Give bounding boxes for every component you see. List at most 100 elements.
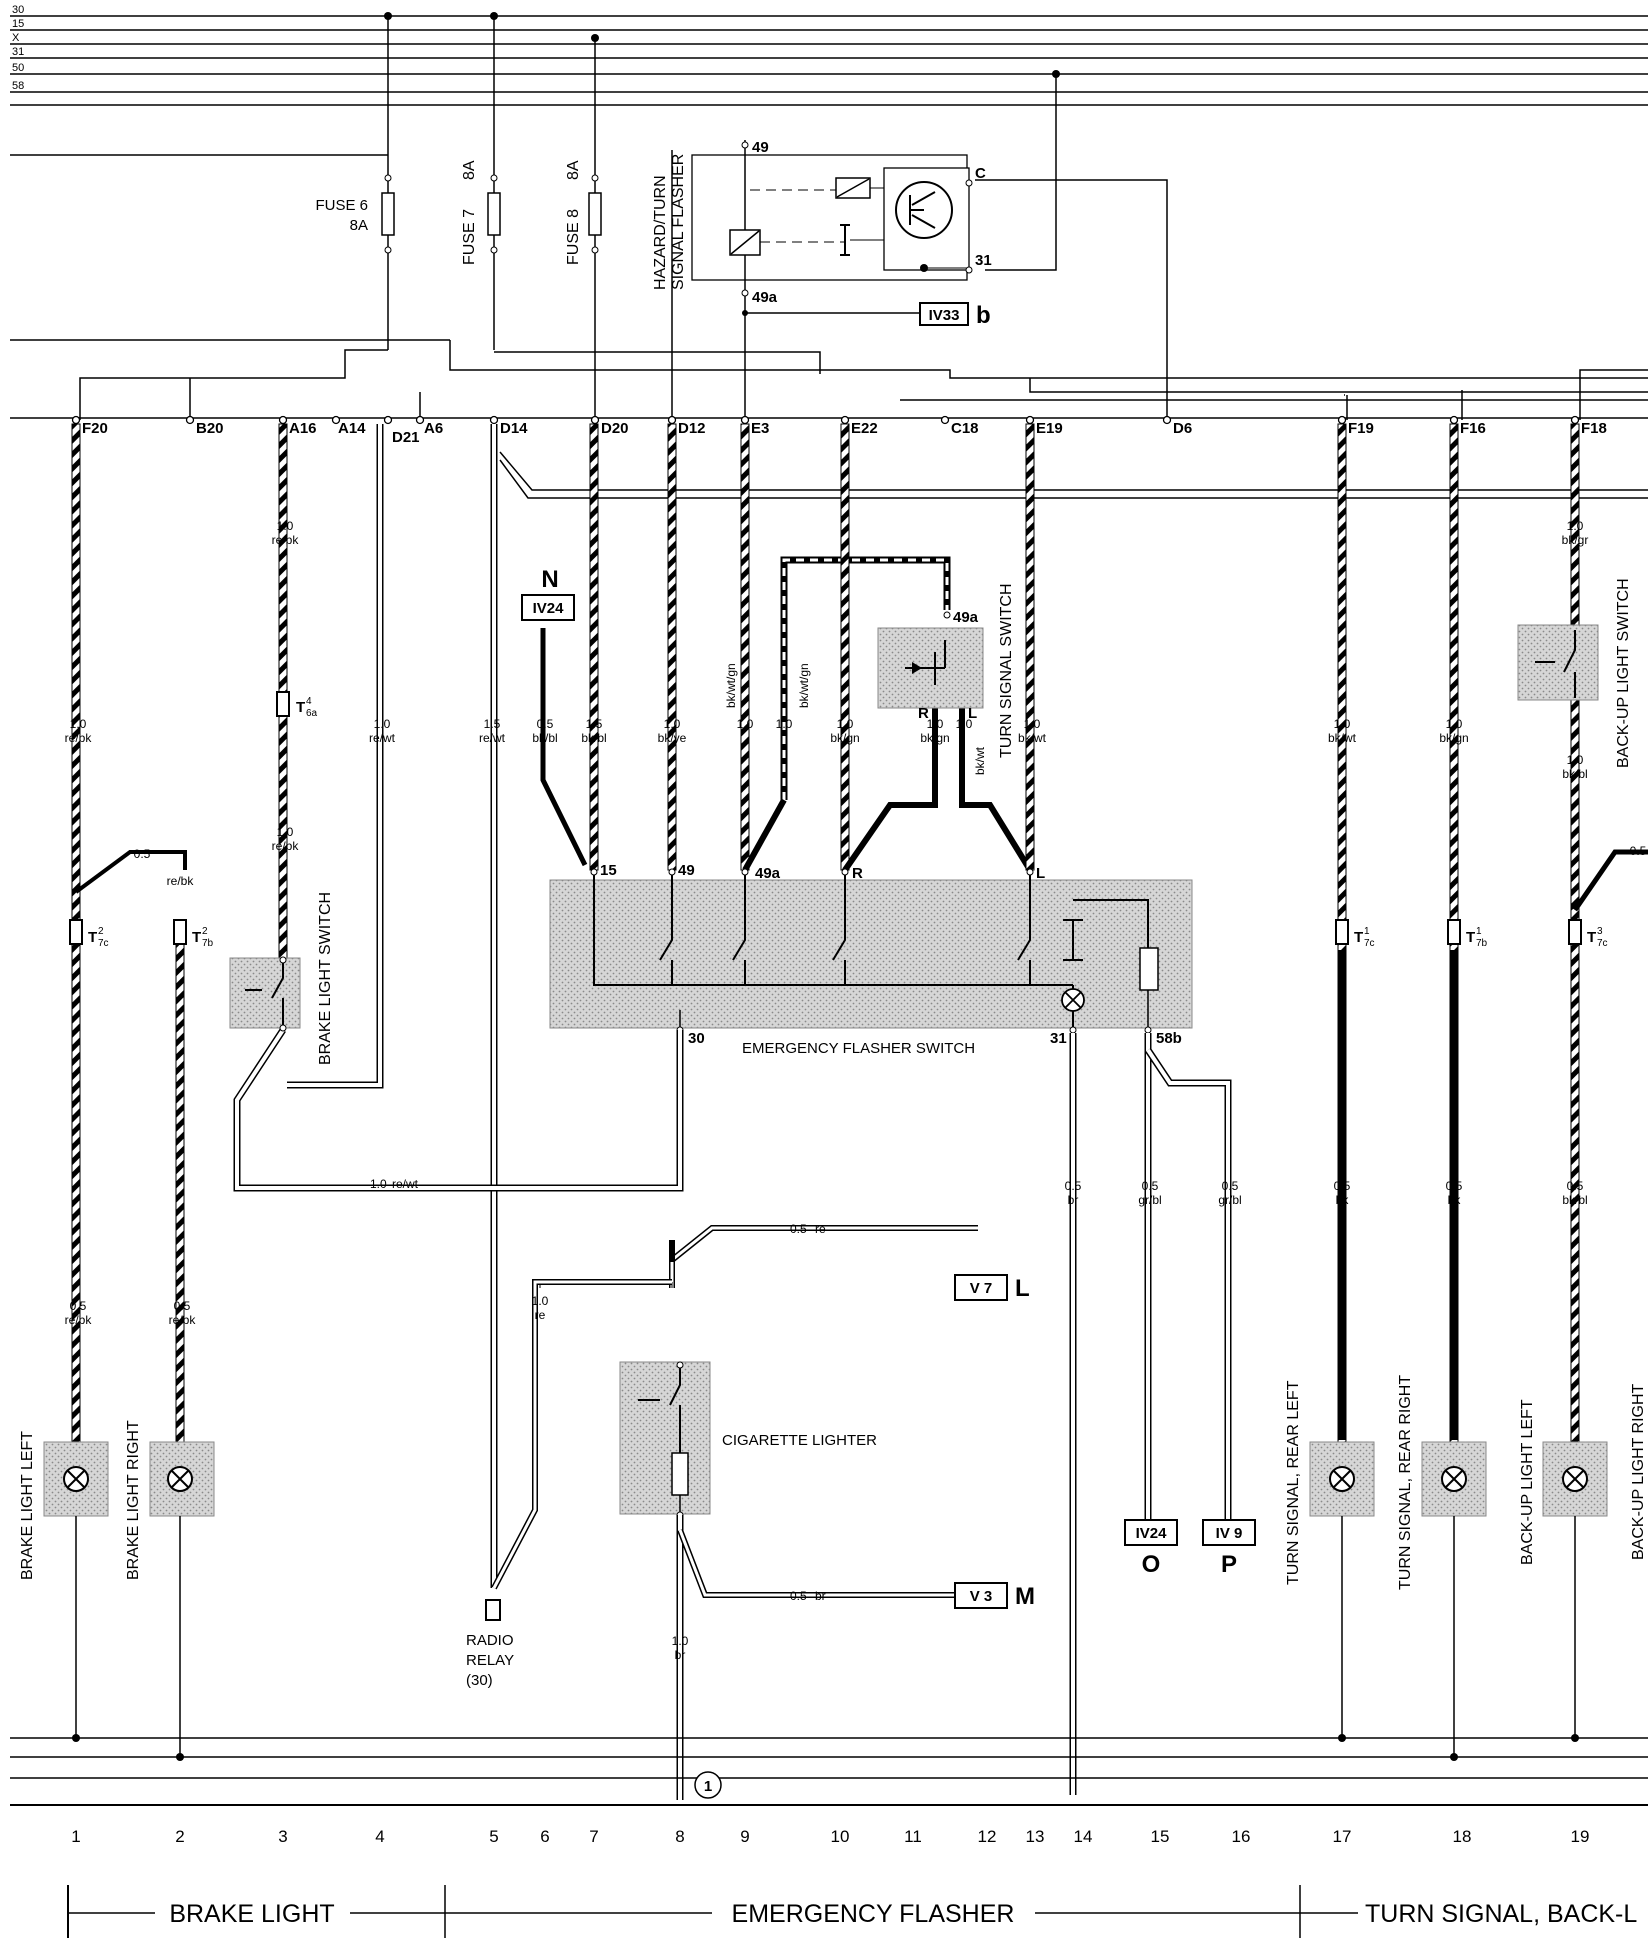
efs-terminal-49: 49 xyxy=(678,862,695,879)
svg-text:bk/gn: bk/gn xyxy=(830,731,859,745)
conn-a16: A16 xyxy=(289,420,317,437)
svg-text:re/bk: re/bk xyxy=(65,1313,93,1327)
tss-terminal-l: L xyxy=(968,705,977,722)
tss-terminal-49a: 49a xyxy=(953,609,979,626)
svg-text:bk/gr: bk/gr xyxy=(1562,533,1589,547)
tss-terminal-r: R xyxy=(918,705,929,722)
svg-text:T: T xyxy=(296,699,305,716)
ground-point-label: 1 xyxy=(704,1778,712,1795)
svg-text:bk: bk xyxy=(1336,1193,1350,1207)
ref-n: N IV24 xyxy=(521,566,575,621)
flasher-title-2: SIGNAL FLASHER xyxy=(670,154,687,290)
svg-text:re/wt: re/wt xyxy=(392,1177,419,1191)
svg-text:0.5: 0.5 xyxy=(70,1299,87,1313)
svg-text:T: T xyxy=(1466,929,1475,946)
rail-label-x: X xyxy=(12,32,20,44)
plug-t7b2: T 2 7b xyxy=(173,919,214,949)
svg-text:1.0: 1.0 xyxy=(532,1294,549,1308)
svg-text:4: 4 xyxy=(375,1827,384,1846)
lamp-brake-left-label: BRAKE LIGHT LEFT xyxy=(19,1431,36,1580)
backup-light-switch: BACK-UP LIGHT SWITCH xyxy=(1517,578,1632,768)
lamp-turn-rear-left-label: TURN SIGNAL, REAR LEFT xyxy=(1285,1380,1302,1585)
efs-terminal-15: 15 xyxy=(600,862,617,879)
svg-text:re: re xyxy=(815,1222,826,1236)
svg-text:1.0: 1.0 xyxy=(1567,519,1584,533)
lamp-brake-right: BRAKE LIGHT RIGHT xyxy=(125,1420,215,1580)
svg-text:1.0: 1.0 xyxy=(277,519,294,533)
svg-text:14: 14 xyxy=(1074,1827,1093,1846)
radio-relay-label-1: RADIO xyxy=(466,1632,514,1649)
svg-text:gr/bl: gr/bl xyxy=(1138,1193,1161,1207)
svg-text:T: T xyxy=(88,929,97,946)
radio-relay-label-2: RELAY xyxy=(466,1652,514,1669)
svg-text:bk/ye: bk/ye xyxy=(658,731,687,745)
fuse-6-rating: 8A xyxy=(350,217,368,234)
svg-text:br: br xyxy=(1068,1193,1079,1207)
ref-l: V 7 L xyxy=(954,1274,1030,1302)
svg-text:1.0: 1.0 xyxy=(956,717,973,731)
flasher-ref-box: IV33 xyxy=(929,307,960,324)
plug-t7b1: T 1 7b xyxy=(1447,919,1488,949)
fuse-6-label: FUSE 6 xyxy=(315,197,368,214)
rail-label-31: 31 xyxy=(12,46,24,58)
fuse-7-label: FUSE 7 xyxy=(461,209,478,265)
conn-d6: D6 xyxy=(1173,420,1192,437)
lamp-backup-left: BACK-UP LIGHT LEFT xyxy=(1519,1399,1608,1565)
rail-labels: 30 15 X 31 50 58 xyxy=(12,4,24,92)
svg-text:1.0: 1.0 xyxy=(1446,717,1463,731)
lower-bus xyxy=(499,451,1648,499)
svg-text:7c: 7c xyxy=(1597,938,1608,949)
plugs: T 2 7c T 2 7b T 4 6a T 1 7c T 1 7b xyxy=(69,691,1608,949)
wires-14-16 xyxy=(1069,1033,1232,1795)
brake-light-switch: BRAKE LIGHT SWITCH xyxy=(229,892,334,1065)
rail-label-30: 30 xyxy=(12,4,24,16)
svg-text:1.0: 1.0 xyxy=(672,1634,689,1648)
conn-e3: E3 xyxy=(751,420,769,437)
svg-text:1.5: 1.5 xyxy=(484,717,501,731)
connector-row: F20 B20 A16 A14 D21 A6 D14 D20 D12 E3 E2… xyxy=(71,415,1607,446)
efs-terminal-l: L xyxy=(1036,865,1045,882)
backup-light-switch-label: BACK-UP LIGHT SWITCH xyxy=(1615,578,1632,768)
flasher-terminal-31: 31 xyxy=(975,252,992,269)
flasher-ref-letter: b xyxy=(976,302,991,329)
svg-text:0.5: 0.5 xyxy=(1065,1179,1082,1193)
wire-labels: 1.0re/bk 0.5re/bk 0.5re/bk 0.5re/bk 1.0r… xyxy=(65,519,1647,1662)
svg-text:bk/wt/gn: bk/wt/gn xyxy=(724,663,738,708)
ground-point: 1 xyxy=(694,1771,722,1799)
flasher-title-1: HAZARD/TURN xyxy=(652,175,669,290)
svg-text:1.0: 1.0 xyxy=(1024,717,1041,731)
rail-label-58: 58 xyxy=(12,80,24,92)
hazard-flasher-relay: 49 49a C 31 HAZARD/TURN SIGNAL FLASHER I… xyxy=(652,139,992,329)
svg-text:1.5: 1.5 xyxy=(586,717,603,731)
flasher-terminal-49: 49 xyxy=(752,139,769,156)
svg-text:0.5: 0.5 xyxy=(790,1222,807,1236)
upper-wiring xyxy=(10,16,1648,420)
fuse-6: FUSE 6 8A xyxy=(315,174,395,254)
conn-d12: D12 xyxy=(678,420,706,437)
svg-text:0.5: 0.5 xyxy=(1630,844,1647,858)
rail-label-15: 15 xyxy=(12,18,24,30)
svg-text:2: 2 xyxy=(98,926,104,937)
conn-e19: E19 xyxy=(1036,420,1063,437)
ref-o: IV24 O xyxy=(1124,1519,1178,1578)
section-turn-signal: TURN SIGNAL, BACK-L xyxy=(1365,1900,1637,1928)
svg-text:17: 17 xyxy=(1333,1827,1352,1846)
section-emergency-flasher: EMERGENCY FLASHER xyxy=(732,1900,1015,1928)
svg-text:1.0: 1.0 xyxy=(737,717,754,731)
svg-text:re/bk: re/bk xyxy=(272,533,300,547)
svg-text:re/bk: re/bk xyxy=(169,1313,197,1327)
fuse-7-rating: 8A xyxy=(461,160,478,180)
rail-junctions xyxy=(384,12,1060,78)
plug-t7c1: T 1 7c xyxy=(1335,919,1375,949)
ref-p-box: IV 9 xyxy=(1216,1525,1243,1542)
fuse-8-label: FUSE 8 xyxy=(565,209,582,265)
conn-f19: F19 xyxy=(1348,420,1374,437)
svg-text:19: 19 xyxy=(1571,1827,1590,1846)
ref-m-letter: M xyxy=(1015,1583,1035,1610)
svg-text:3: 3 xyxy=(1597,926,1603,937)
svg-text:10: 10 xyxy=(831,1827,850,1846)
efs-terminal-31: 31 xyxy=(1050,1030,1067,1047)
svg-text:3: 3 xyxy=(278,1827,287,1846)
lamps: BRAKE LIGHT LEFT BRAKE LIGHT RIGHT TURN … xyxy=(19,1375,1647,1590)
svg-text:1.0: 1.0 xyxy=(1567,753,1584,767)
